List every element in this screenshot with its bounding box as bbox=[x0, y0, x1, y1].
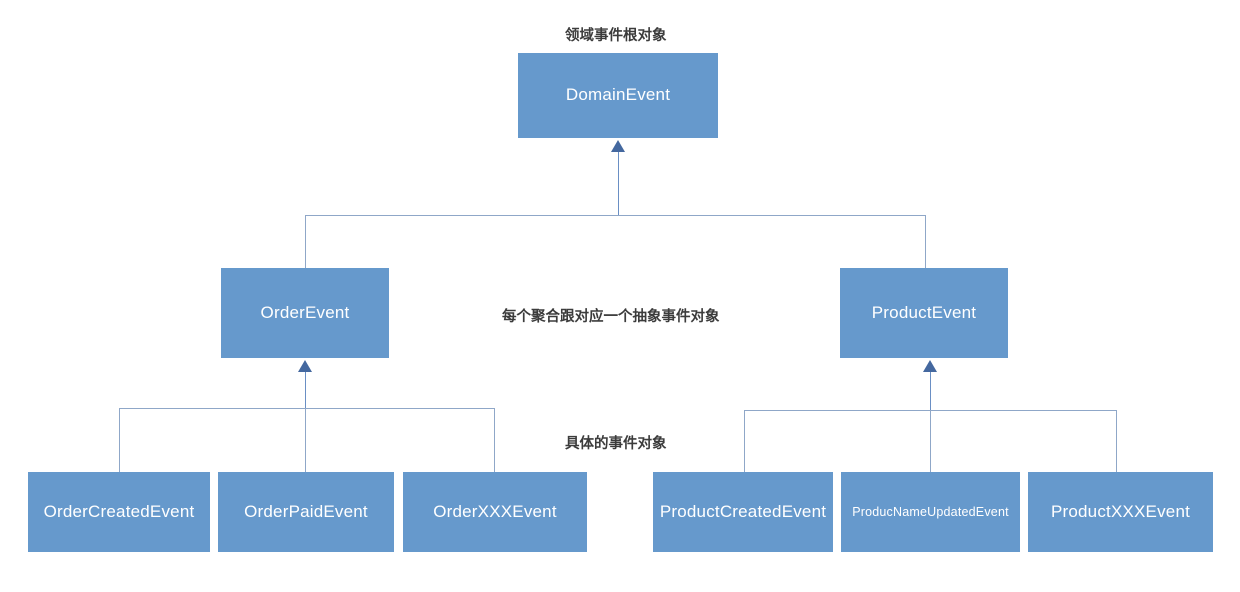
node-product-created-event[interactable]: ProductCreatedEvent bbox=[653, 472, 833, 552]
connector-root-drop-order bbox=[305, 215, 306, 268]
node-order-xxx-event[interactable]: OrderXXXEvent bbox=[403, 472, 587, 552]
node-order-paid-event-label: OrderPaidEvent bbox=[244, 501, 368, 521]
node-order-event[interactable]: OrderEvent bbox=[221, 268, 389, 358]
connector-root-stem bbox=[618, 152, 619, 215]
node-product-event-label: ProductEvent bbox=[871, 302, 977, 322]
node-product-created-event-label: ProductCreatedEvent bbox=[659, 501, 827, 521]
node-order-xxx-event-label: OrderXXXEvent bbox=[433, 501, 557, 521]
connector-order-drop-3 bbox=[494, 408, 495, 472]
concrete-layer-caption: 具体的事件对象 bbox=[565, 436, 667, 452]
connector-product-drop-1 bbox=[744, 410, 745, 472]
node-product-xxx-event[interactable]: ProductXXXEvent bbox=[1028, 472, 1213, 552]
connector-product-drop-2 bbox=[930, 410, 931, 472]
arrow-product-children-to-product bbox=[923, 360, 937, 372]
arrow-order-children-to-order bbox=[298, 360, 312, 372]
connector-product-drop-3 bbox=[1116, 410, 1117, 472]
node-produc-name-updated-event[interactable]: ProducNameUpdatedEvent bbox=[841, 472, 1020, 552]
arrow-abstract-to-root bbox=[611, 140, 625, 152]
connector-product-stem bbox=[930, 372, 931, 410]
node-product-xxx-event-label: ProductXXXEvent bbox=[1050, 501, 1191, 521]
node-domain-event-label: DomainEvent bbox=[565, 85, 671, 105]
node-order-event-label: OrderEvent bbox=[260, 302, 350, 322]
node-produc-name-updated-event-label: ProducNameUpdatedEvent bbox=[852, 504, 1009, 519]
connector-order-drop-2 bbox=[305, 408, 306, 472]
connector-order-bar bbox=[119, 408, 494, 409]
root-caption: 领域事件根对象 bbox=[565, 28, 667, 44]
node-order-created-event-label: OrderCreatedEvent bbox=[43, 501, 195, 521]
node-order-paid-event[interactable]: OrderPaidEvent bbox=[218, 472, 394, 552]
connector-root-drop-product bbox=[925, 215, 926, 268]
connector-order-stem bbox=[305, 372, 306, 408]
connector-order-drop-1 bbox=[119, 408, 120, 472]
node-domain-event[interactable]: DomainEvent bbox=[518, 53, 718, 138]
node-order-created-event[interactable]: OrderCreatedEvent bbox=[28, 472, 210, 552]
node-product-event[interactable]: ProductEvent bbox=[840, 268, 1008, 358]
connector-root-bar bbox=[305, 215, 925, 216]
abstract-layer-caption: 每个聚合跟对应一个抽象事件对象 bbox=[502, 309, 720, 325]
